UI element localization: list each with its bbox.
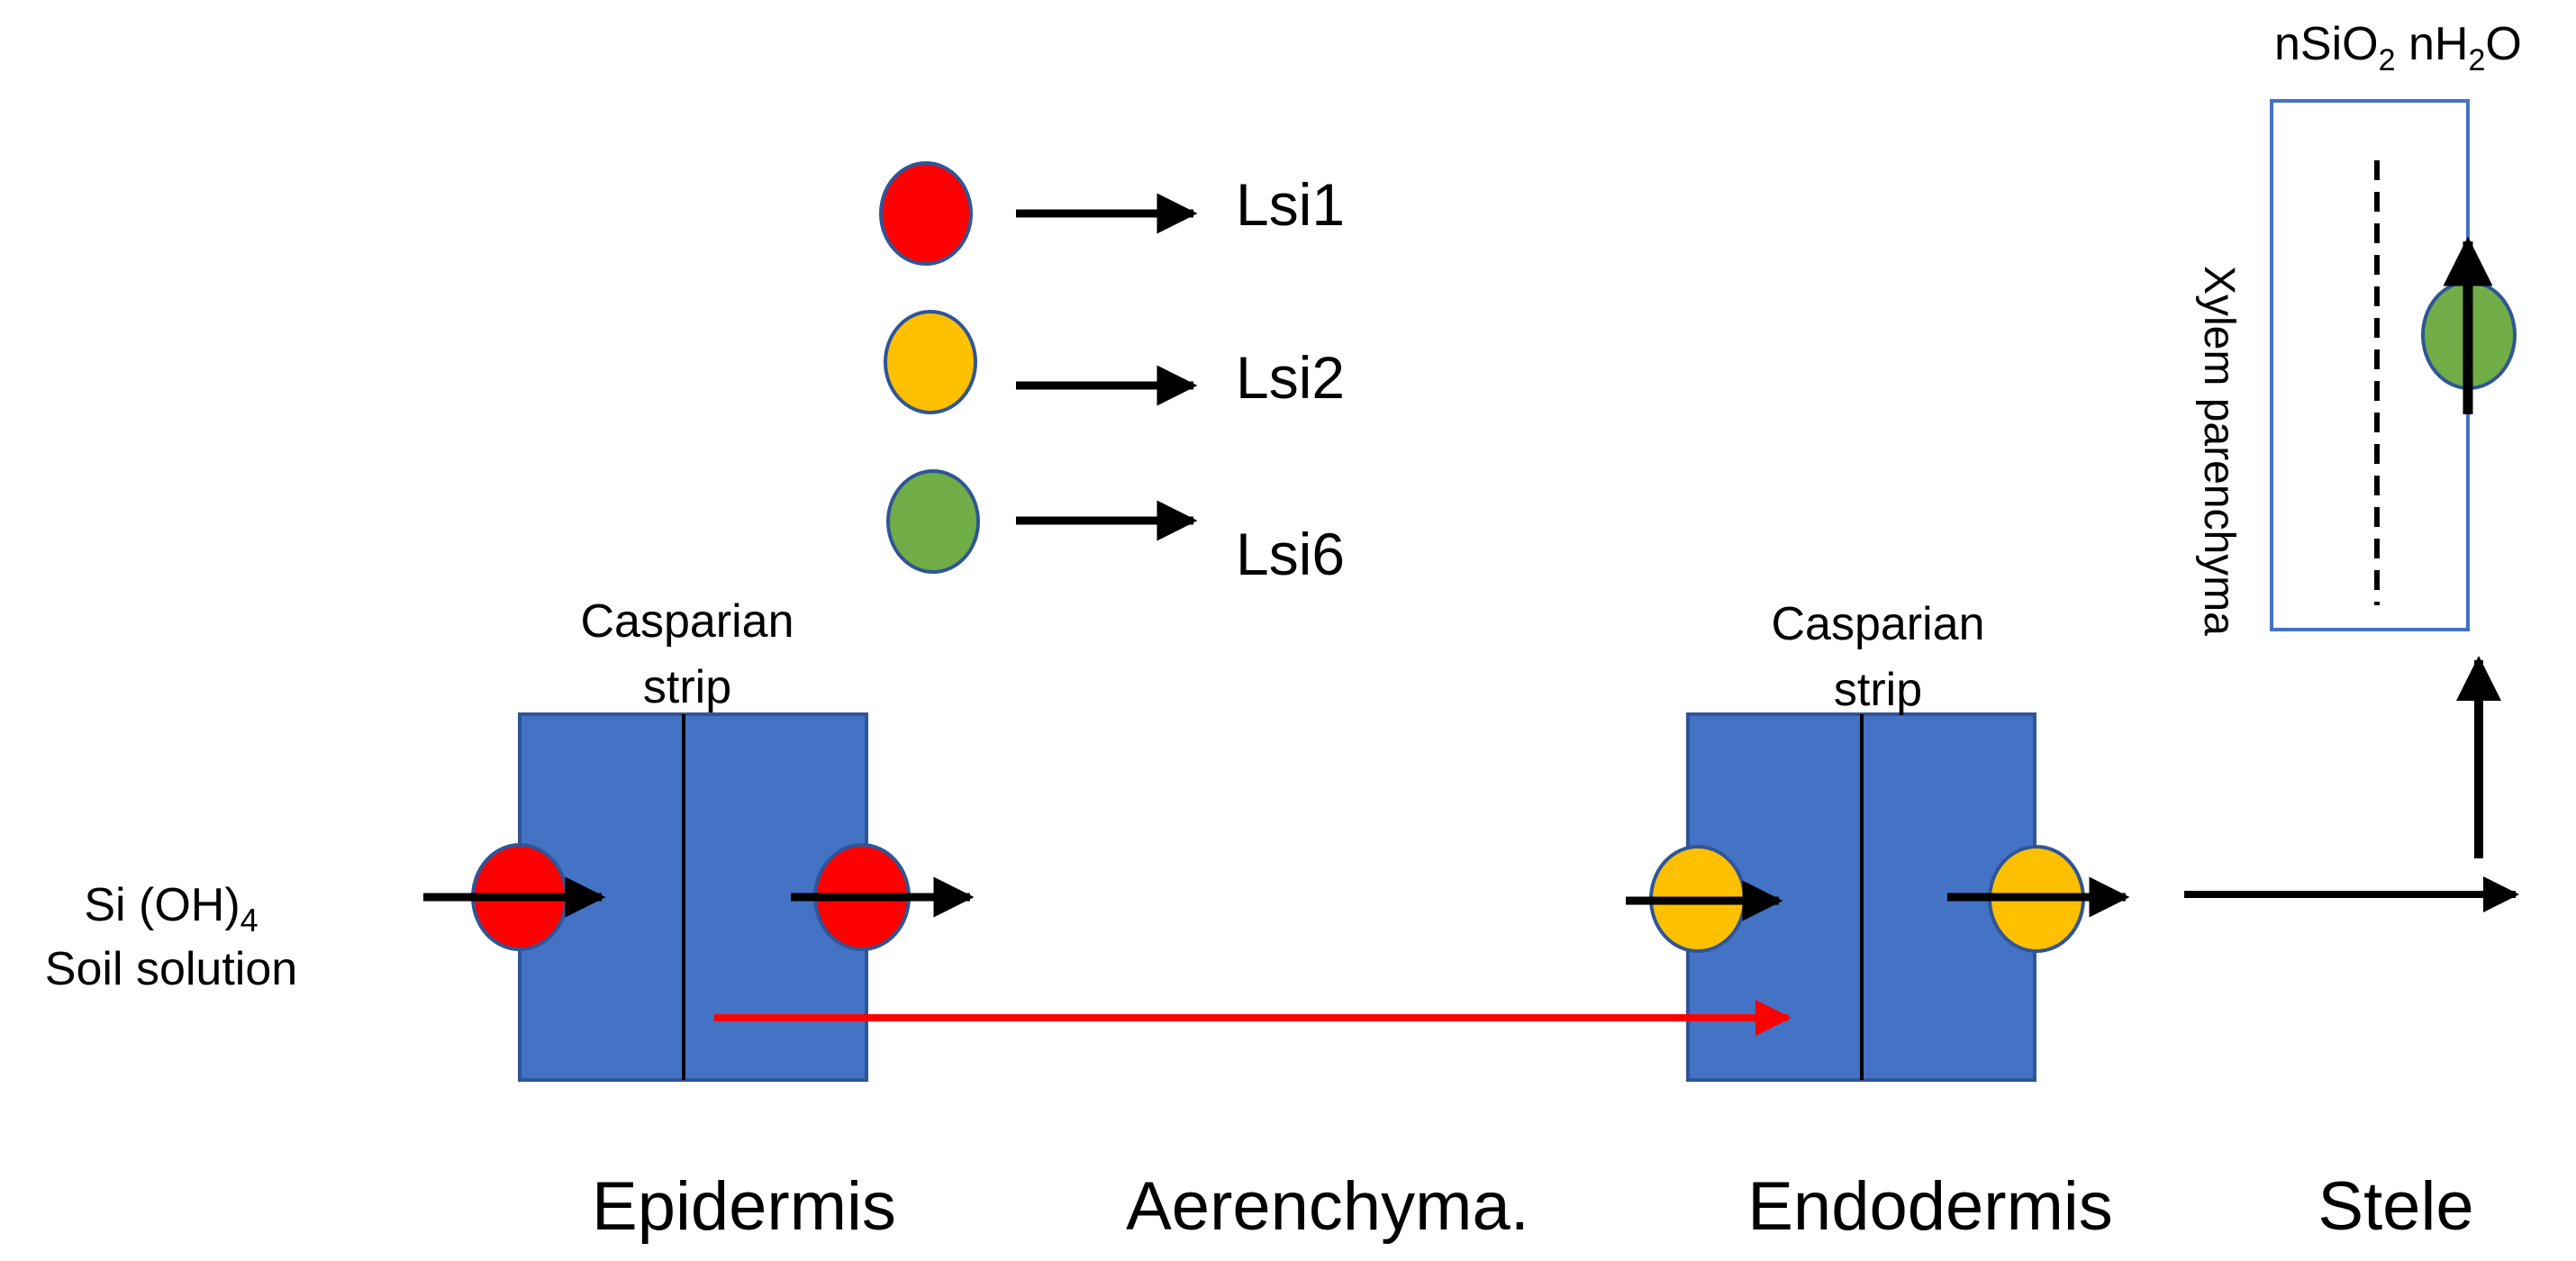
silica-product-label: nSiO2 nH2O	[2274, 18, 2522, 77]
legend-label-lsi6: Lsi6	[1236, 521, 1345, 587]
xylem-parenchyma-label: Xylem parenchyma	[2195, 266, 2243, 636]
lsi2-transporter-icon	[884, 310, 977, 414]
endodermis-cells: Casparian strip	[1626, 598, 2130, 1082]
legend: Lsi1 Lsi2 Lsi6	[879, 161, 1345, 587]
epidermis-casparian-label-line2: strip	[643, 661, 731, 713]
legend-item-lsi2: Lsi2	[884, 310, 1345, 414]
tissue-label-endodermis: Endodermis	[1747, 1168, 2113, 1245]
legend-label-lsi2: Lsi2	[1236, 344, 1345, 411]
tissue-label-epidermis: Epidermis	[592, 1168, 896, 1245]
endodermis-casparian-label-line1: Casparian	[1771, 598, 1984, 650]
silicic-acid-label: Si (OH)4	[84, 879, 258, 939]
epidermis-cells: Casparian strip	[423, 595, 975, 1082]
legend-item-lsi6: Lsi6	[886, 469, 1345, 587]
epidermis-casparian-label-line1: Casparian	[580, 595, 794, 648]
xylem-parenchyma: nSiO2 nH2O Xylem parenchyma	[2195, 18, 2522, 636]
lsi1-transporter-icon	[879, 161, 973, 266]
legend-item-lsi1: Lsi1	[879, 161, 1345, 266]
tissue-label-stele: Stele	[2317, 1168, 2473, 1245]
tissue-label-aerenchyma: Aerenchyma.	[1126, 1168, 1529, 1245]
lsi6-transporter-icon	[886, 469, 980, 574]
endodermis-casparian-label-line2: strip	[1834, 664, 1922, 716]
soil-solution-label: Soil solution	[45, 943, 297, 995]
soil-solution-source: Si (OH)4 Soil solution	[45, 879, 297, 995]
legend-label-lsi1: Lsi1	[1236, 171, 1345, 238]
